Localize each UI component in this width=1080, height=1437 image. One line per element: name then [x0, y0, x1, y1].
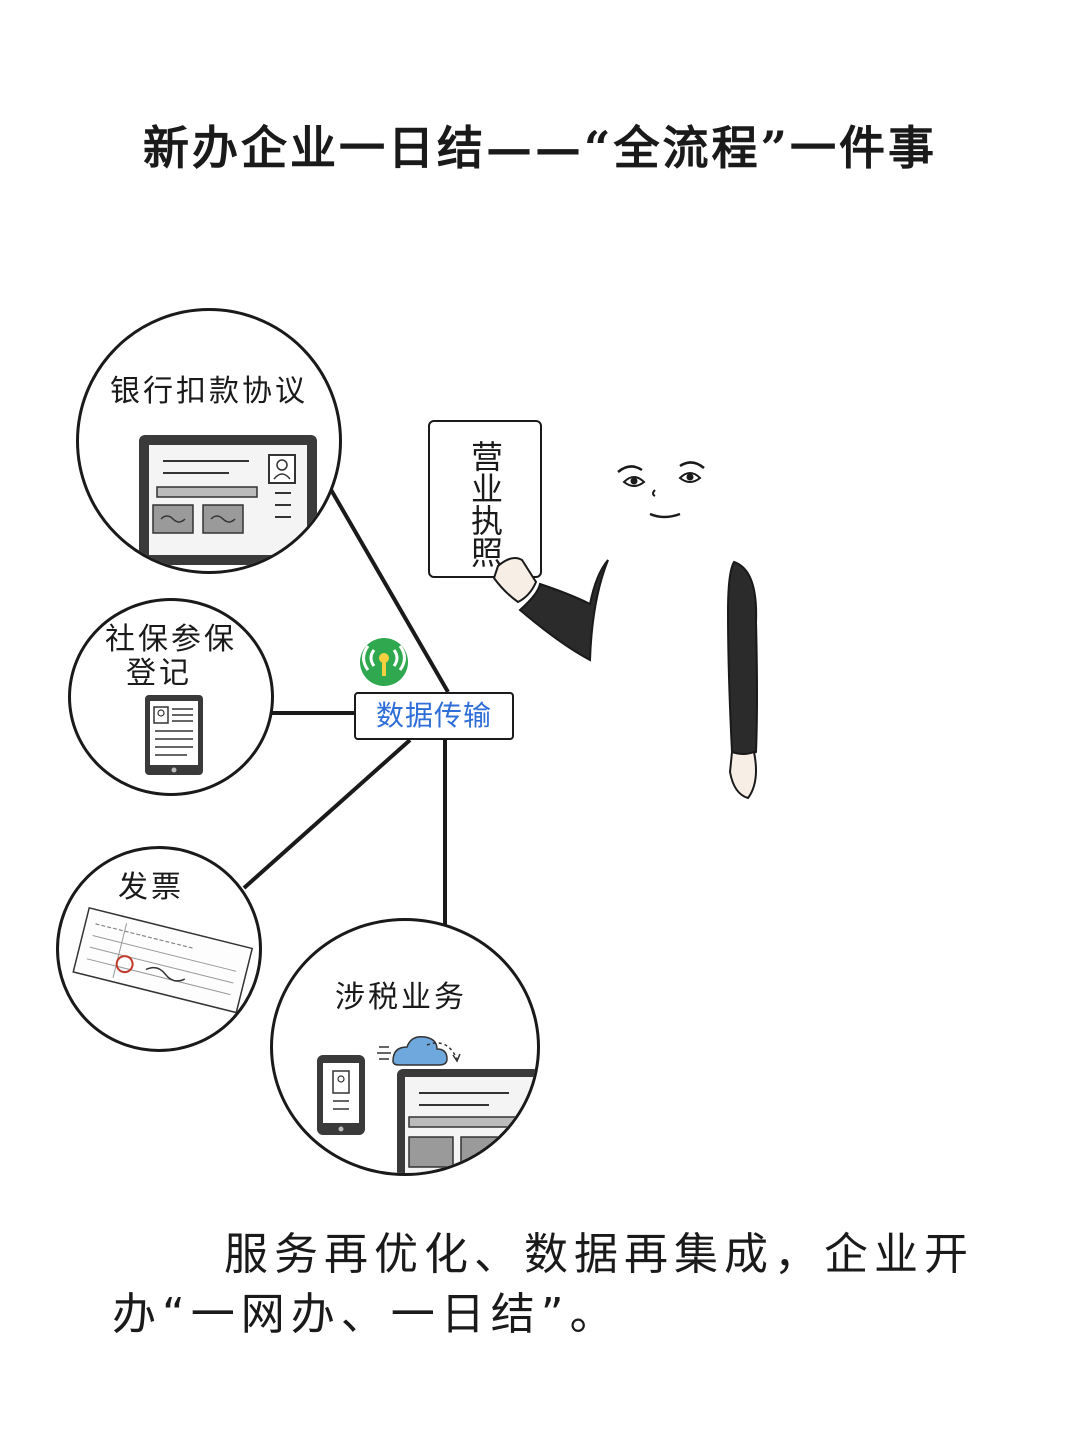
business-license-label: 营业执照 — [466, 440, 504, 568]
caption-text: 服务再优化、数据再集成，企业开办“一网办、一日结”。 — [112, 1229, 974, 1340]
tax-business-label: 涉税业务 — [335, 980, 467, 1015]
bank-agreement-node: 银行扣款协议 — [76, 308, 342, 574]
social-insurance-node: 社保参保 登记 — [68, 598, 274, 796]
tax-devices-icon — [317, 1035, 537, 1173]
tax-business-node: 涉税业务 — [270, 918, 540, 1176]
invoice-label: 发票 — [118, 870, 184, 905]
social-insurance-label-1: 社保参保 — [105, 622, 237, 657]
laptop-icon — [139, 435, 317, 565]
page-title: 新办企业一日结——“全流程”一件事 — [143, 121, 937, 175]
invoice-icon — [72, 906, 254, 1014]
invoice-node: 发票 — [56, 846, 262, 1052]
data-transfer-hub: 数据传输 — [354, 692, 514, 740]
social-insurance-label-2: 登记 — [126, 656, 192, 691]
signal-icon — [360, 638, 408, 686]
business-license-sign: 营业执照 — [428, 420, 542, 578]
tablet-icon — [145, 695, 203, 775]
bank-agreement-label: 银行扣款协议 — [110, 374, 308, 409]
